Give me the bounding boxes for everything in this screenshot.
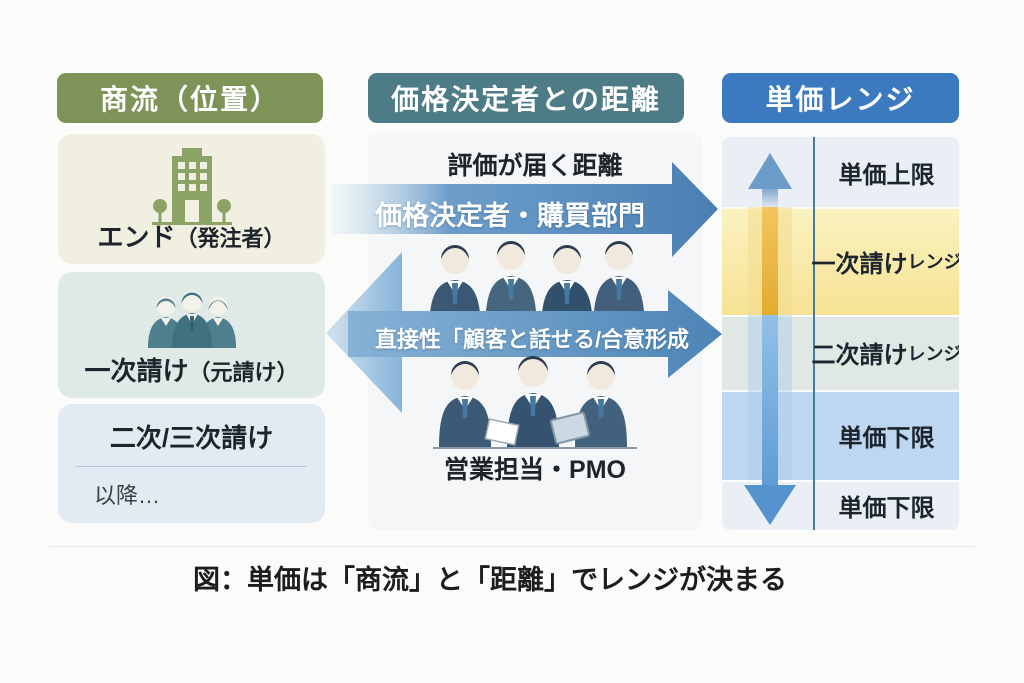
range-table-divider (813, 137, 815, 530)
down-arrow-icon (744, 485, 796, 525)
header-shoryu: 商流（位置） (57, 73, 323, 123)
range-label-primary-suffix: レンジ (907, 252, 960, 272)
evaluation-distance-label: 評価が届く距離 (447, 152, 623, 180)
range-label-secondary-suffix: レンジ (907, 343, 960, 364)
right-arrow-icon-top (332, 162, 718, 257)
range-label-upper: 単価上限 (814, 137, 959, 207)
right-arrow-icon-bottom (348, 290, 722, 378)
card-end-subtitle: （発注者） (175, 226, 286, 251)
up-arrow-icon (748, 153, 792, 209)
range-label-bottom: 単価下限 (814, 480, 959, 530)
card-primary-label: 一次請け（元請け） (58, 351, 325, 388)
sales-pmo-illustration (433, 356, 637, 449)
arrow-bottom-label: 直接性「顧客と話せる/合意形成 (374, 327, 690, 352)
card-secondary-divider (76, 466, 307, 467)
card-primary-title: 一次請け (84, 356, 189, 386)
card-secondary-note: 以降… (94, 483, 161, 508)
range-row-lower (722, 390, 959, 482)
range-gradient-arrows (744, 153, 796, 525)
range-label-lower-text: 単価下限 (838, 424, 935, 452)
range-label-bottom-text: 単価下限 (838, 494, 935, 522)
card-primary-contractor: 一次請け（元請け） (58, 272, 325, 398)
header-distance: 価格決定者との距離 (368, 73, 684, 123)
card-end-label: エンド（発注者） (58, 217, 325, 254)
card-end-title: エンド (97, 222, 176, 252)
range-label-secondary: 二次請けレンジ (811, 315, 960, 390)
figure-caption: 図：単価は「商流」と「距離」でレンジが決まる (193, 565, 787, 595)
sales-pmo-label: 営業担当・PMO (444, 456, 626, 484)
card-primary-subtitle: （元請け） (188, 360, 299, 385)
building-icon (151, 148, 232, 225)
card-end-client: エンド（発注者） (58, 134, 325, 264)
card-secondary-title: 二次/三次請け (109, 423, 274, 453)
range-label-upper-text: 単価上限 (838, 161, 935, 189)
range-row-secondary (722, 315, 959, 392)
card-secondary-contractor: 二次/三次請け 以降… (58, 404, 325, 523)
arrow-top-label: 価格決定者・購買部門 (375, 201, 645, 231)
people-group-icon (147, 290, 236, 348)
range-label-primary: 一次請けレンジ (811, 207, 960, 315)
range-label-lower: 単価下限 (814, 390, 959, 480)
range-label-secondary-text: 二次請け (811, 342, 908, 369)
range-label-primary-text: 一次請け (811, 250, 908, 278)
footer-divider (50, 546, 974, 547)
price-range-table: 単価上限 一次請けレンジ 二次請けレンジ 単価下限 単価下限 (722, 137, 959, 530)
header-range: 単価レンジ (722, 73, 959, 123)
